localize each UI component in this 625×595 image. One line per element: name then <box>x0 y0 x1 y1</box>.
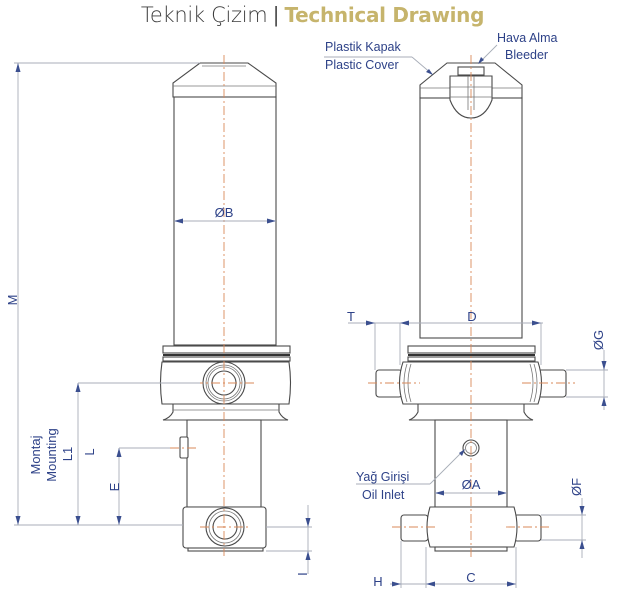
right-view-cylinder <box>368 55 575 560</box>
left-view-cylinder <box>159 55 292 556</box>
head-block <box>398 361 543 405</box>
oil-inlet-label-tr: Yağ Girişi <box>356 470 409 484</box>
bleeder-label-en: Bleeder <box>505 48 548 62</box>
dim-label-I: I <box>295 572 310 576</box>
plastic-cover-label-en: Plastic Cover <box>325 58 399 72</box>
plastic-cover-label-tr: Plastik Kapak <box>325 40 401 54</box>
right-trunnion <box>537 369 567 398</box>
dim-label-L: L <box>82 448 97 455</box>
page-title: Teknik Çizim | Technical Drawing <box>0 2 625 28</box>
dim-label-C: C <box>466 570 475 585</box>
bleeder-label-tr: Hava Alma <box>497 31 557 45</box>
flange-ring <box>162 345 291 354</box>
title-english: Technical Drawing <box>284 3 485 27</box>
dim-label-E: E <box>107 482 122 491</box>
title-separator: | <box>273 2 279 27</box>
mounting-label-tr: Montaj <box>28 435 43 474</box>
left-view-dimensions: M ØB Montaj Mounting L1 L E I <box>5 62 312 576</box>
oil-inlet-label-en: Oil Inlet <box>362 488 405 502</box>
dim-label-M: M <box>5 295 20 306</box>
dim-label-L1: L1 <box>60 447 75 461</box>
mounting-label-en: Mounting <box>44 428 59 481</box>
side-fitting <box>179 436 189 459</box>
right-view-dimensions: T D ØG ØA ØF H C <box>347 309 608 589</box>
dim-label-H: H <box>373 574 382 589</box>
top-cap <box>172 62 277 98</box>
title-turkish: Teknik Çizim <box>140 3 268 27</box>
dim-label-G: ØG <box>591 330 606 350</box>
dim-label-B: ØB <box>215 205 234 220</box>
dim-label-D: D <box>467 309 476 324</box>
dim-label-A: ØA <box>462 477 481 492</box>
dim-label-T: T <box>347 309 355 324</box>
dim-label-F: ØF <box>569 478 584 496</box>
left-trunnion <box>375 369 403 398</box>
bottom-block <box>426 506 518 548</box>
callouts: Plastik Kapak Plastic Cover Hava Alma Bl… <box>324 31 557 502</box>
